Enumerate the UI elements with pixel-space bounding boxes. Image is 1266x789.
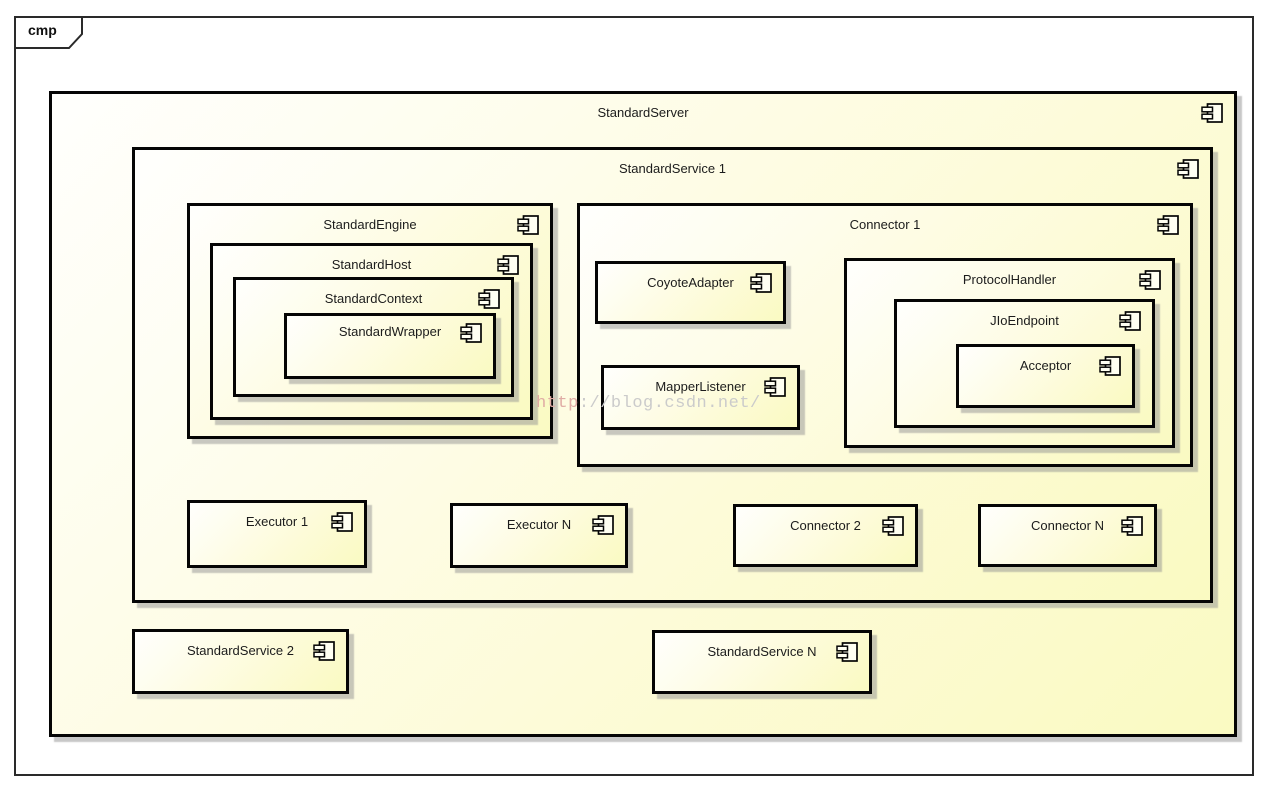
component-label: StandardContext — [324, 291, 423, 306]
component-label: StandardWrapper — [338, 324, 442, 339]
component-icon — [1121, 516, 1143, 536]
component-label: JIoEndpoint — [990, 313, 1059, 328]
component-label: StandardEngine — [323, 217, 417, 232]
component-icon — [764, 377, 786, 397]
component-label: StandardService 1 — [619, 161, 726, 176]
component-standard-wrapper[interactable]: StandardWrapper — [284, 313, 496, 379]
component-connector-n[interactable]: Connector N — [978, 504, 1157, 567]
component-label: Acceptor — [1019, 358, 1072, 373]
watermark-text: http://blog.csdn.net/ — [536, 394, 761, 413]
component-label: StandardService N — [707, 644, 817, 659]
component-label: Executor N — [506, 517, 572, 532]
component-label: Executor 1 — [245, 514, 309, 529]
component-icon — [313, 641, 335, 661]
component-icon — [497, 255, 519, 275]
component-icon — [1099, 356, 1121, 376]
component-standard-service-n[interactable]: StandardService N — [652, 630, 872, 694]
component-icon — [1157, 215, 1179, 235]
component-executor-n[interactable]: Executor N — [450, 503, 628, 568]
component-label: Connector 1 — [849, 217, 921, 232]
uml-frame-border — [14, 16, 1254, 776]
component-label: Connector 2 — [790, 518, 861, 533]
component-icon — [1139, 270, 1161, 290]
component-label: StandardServer — [597, 105, 689, 120]
component-icon — [460, 323, 482, 343]
component-icon — [750, 273, 772, 293]
component-coyote-adapter[interactable]: CoyoteAdapter — [595, 261, 786, 324]
component-icon — [1177, 159, 1199, 179]
frame-tab-label: cmp — [28, 22, 57, 38]
frame-tab-shape — [14, 16, 83, 49]
component-icon — [592, 515, 614, 535]
component-label: StandardHost — [331, 257, 412, 272]
component-icon — [1201, 103, 1223, 123]
component-icon — [882, 516, 904, 536]
component-mapper-listener[interactable]: MapperListener — [601, 365, 800, 430]
component-icon — [1119, 311, 1141, 331]
component-acceptor[interactable]: Acceptor — [956, 344, 1135, 408]
component-icon — [478, 289, 500, 309]
component-label: MapperListener — [655, 379, 746, 394]
component-executor-1[interactable]: Executor 1 — [187, 500, 367, 568]
component-label: StandardService 2 — [187, 643, 294, 658]
component-standard-service-2[interactable]: StandardService 2 — [132, 629, 349, 694]
component-icon — [331, 512, 353, 532]
component-connector-2[interactable]: Connector 2 — [733, 504, 918, 567]
component-icon — [836, 642, 858, 662]
component-icon — [517, 215, 539, 235]
watermark-rest-part: ://blog.csdn.net/ — [578, 394, 761, 413]
watermark-http-part: http — [536, 394, 579, 413]
component-label: Connector N — [1031, 518, 1104, 533]
component-label: ProtocolHandler — [962, 272, 1057, 287]
component-label: CoyoteAdapter — [647, 275, 734, 290]
